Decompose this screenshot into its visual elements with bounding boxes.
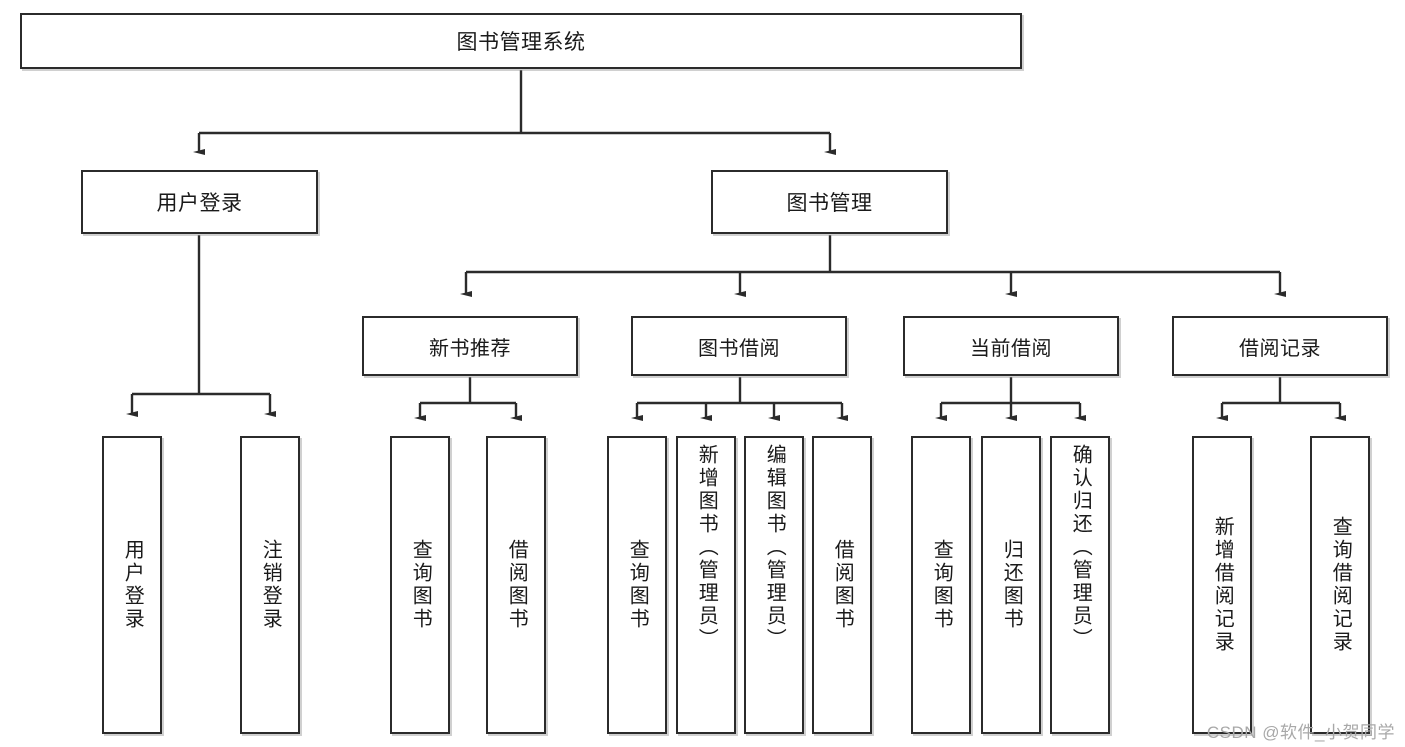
node-book-management[interactable]: 图书管理 (711, 170, 948, 234)
node-leaf-user-logout[interactable]: 注销登录 (240, 436, 300, 734)
node-book-borrow[interactable]: 图书借阅 (631, 316, 847, 376)
node-leaf-add-book-admin-label: 新增图书（管理员） (695, 444, 718, 651)
node-leaf-borrow-book-recommend-label: 借阅图书 (505, 539, 528, 631)
node-leaf-add-book-admin[interactable]: 新增图书（管理员） (676, 436, 736, 734)
node-borrow-record[interactable]: 借阅记录 (1172, 316, 1388, 376)
node-leaf-confirm-return-admin-label: 确认归还（管理员） (1069, 444, 1092, 651)
node-leaf-query-borrow-record[interactable]: 查询借阅记录 (1310, 436, 1370, 734)
node-leaf-user-logout-label: 注销登录 (259, 539, 282, 631)
node-leaf-borrow-book-label: 借阅图书 (831, 539, 854, 631)
node-leaf-edit-book-admin[interactable]: 编辑图书（管理员） (744, 436, 804, 734)
node-leaf-confirm-return-admin[interactable]: 确认归还（管理员） (1050, 436, 1110, 734)
node-leaf-query-book-current[interactable]: 查询图书 (911, 436, 971, 734)
node-leaf-add-borrow-record[interactable]: 新增借阅记录 (1192, 436, 1252, 734)
node-leaf-return-book-label: 归还图书 (1000, 539, 1023, 631)
node-new-book-recommend[interactable]: 新书推荐 (362, 316, 578, 376)
node-root[interactable]: 图书管理系统 (20, 13, 1022, 69)
node-borrow-record-label: 借阅记录 (1239, 337, 1321, 360)
node-root-label: 图书管理系统 (456, 31, 586, 54)
node-book-management-label: 图书管理 (786, 192, 873, 215)
node-leaf-edit-book-admin-label: 编辑图书（管理员） (763, 444, 786, 651)
node-leaf-query-book-recommend-label: 查询图书 (409, 539, 432, 631)
node-leaf-borrow-book[interactable]: 借阅图书 (812, 436, 872, 734)
node-leaf-user-login-label: 用户登录 (121, 539, 144, 631)
node-user-login[interactable]: 用户登录 (81, 170, 318, 234)
node-current-borrow[interactable]: 当前借阅 (903, 316, 1119, 376)
node-leaf-add-borrow-record-label: 新增借阅记录 (1211, 516, 1234, 654)
node-leaf-query-book-borrow-label: 查询图书 (626, 539, 649, 631)
node-leaf-borrow-book-recommend[interactable]: 借阅图书 (486, 436, 546, 734)
node-user-login-label: 用户登录 (156, 192, 243, 215)
node-leaf-query-book-current-label: 查询图书 (930, 539, 953, 631)
watermark: CSDN @软件_小贺同学 (1206, 723, 1395, 742)
node-leaf-query-book-recommend[interactable]: 查询图书 (390, 436, 450, 734)
node-book-borrow-label: 图书借阅 (698, 337, 780, 360)
node-new-book-recommend-label: 新书推荐 (429, 337, 511, 360)
node-leaf-query-book-borrow[interactable]: 查询图书 (607, 436, 667, 734)
node-leaf-query-borrow-record-label: 查询借阅记录 (1329, 516, 1352, 654)
node-leaf-user-login[interactable]: 用户登录 (102, 436, 162, 734)
node-current-borrow-label: 当前借阅 (970, 337, 1052, 360)
node-leaf-return-book[interactable]: 归还图书 (981, 436, 1041, 734)
